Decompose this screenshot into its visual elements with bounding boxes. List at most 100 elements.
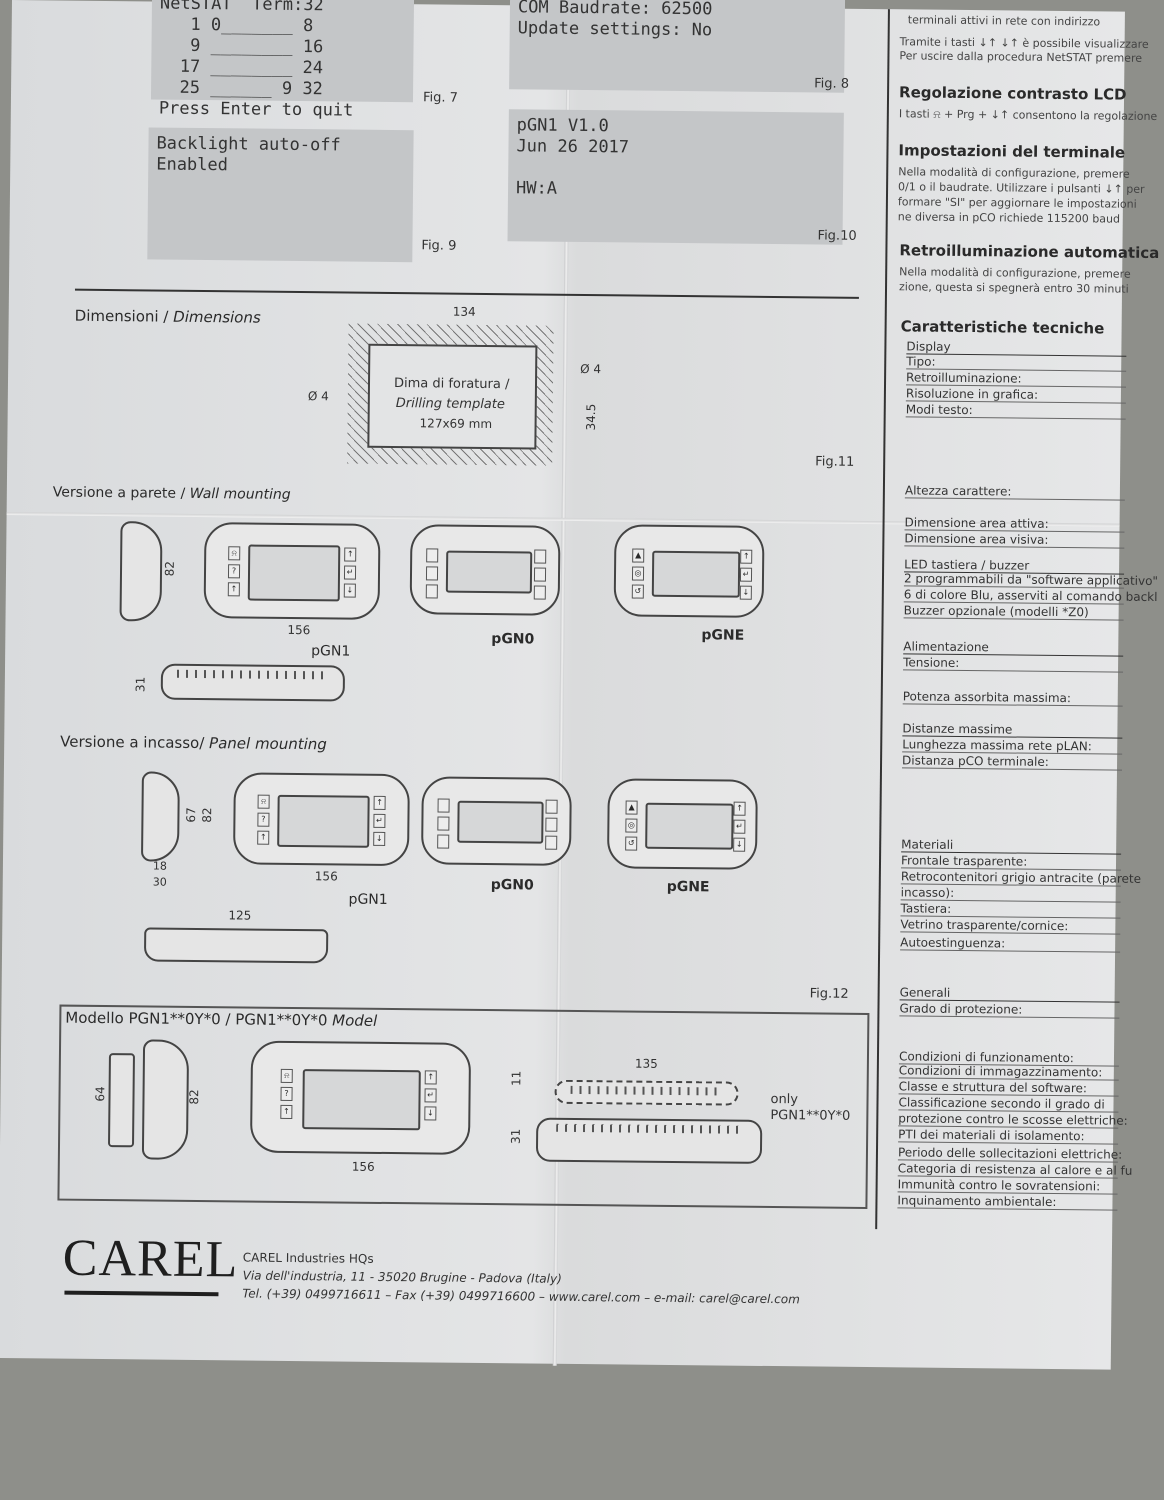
panel-title: Versione a incasso/ bbox=[60, 732, 210, 753]
wall-side-view bbox=[119, 521, 163, 622]
model-side-view-2 bbox=[141, 1039, 190, 1160]
terminal-text-2: 0/1 o il baudrate. Utilizzare i pulsanti… bbox=[898, 180, 1145, 196]
panel-dim-125: 125 bbox=[228, 908, 252, 923]
wall-dim-31: 31 bbox=[133, 676, 148, 693]
lcd-netstat: NetSTAT Term:32 1 0_______ 8 9 ________ … bbox=[150, 0, 415, 121]
terminal-settings-heading: Impostazioni del terminale bbox=[898, 141, 1126, 162]
spec-row: protezione contro le scosse elettriche: bbox=[898, 1111, 1128, 1129]
spec-row: Classe e struttura del software: bbox=[898, 1079, 1119, 1097]
spec-row: Condizioni di immagazzinamento: bbox=[898, 1063, 1119, 1081]
spec-row: Classificazione secondo il grado di bbox=[898, 1095, 1119, 1113]
dimensions-heading: Dimensioni / Dimensions bbox=[75, 307, 261, 327]
spec-row: Categoria di resistenza al calore e al f… bbox=[897, 1161, 1133, 1179]
spec-row: Buzzer opzionale (modelli *Z0) bbox=[903, 603, 1124, 621]
spec-row: Grado di protezione: bbox=[899, 1001, 1120, 1019]
model-dim-64: 64 bbox=[93, 1086, 108, 1102]
right-top-line-2: Tramite i tasti ↓↑ ↓↑ è possibile visual… bbox=[899, 35, 1149, 51]
wall-model-pgn1: pGN1 bbox=[311, 643, 351, 660]
model-only-label: only bbox=[770, 1092, 799, 1108]
model-bottom-strip bbox=[535, 1117, 763, 1164]
device-pgne-panel: ▲◎↺ ↑↵↓ bbox=[606, 778, 758, 870]
lcd-baudrate: COM Baudrate: 62500 Update settings: No bbox=[509, 0, 846, 93]
model-dim-135: 135 bbox=[634, 1056, 658, 1071]
model-code-label: PGN1**0Y*0 bbox=[770, 1108, 851, 1124]
spec-row: Immunità contro le sovratensioni: bbox=[897, 1177, 1118, 1195]
fig-8-label: Fig. 8 bbox=[814, 76, 850, 92]
wall-title: Versione a parete / bbox=[52, 484, 190, 502]
spec-row: Retroilluminazione: bbox=[906, 370, 1127, 388]
section-divider bbox=[74, 288, 859, 299]
manual-sheet: NetSTAT Term:32 1 0_______ 8 9 ________ … bbox=[0, 0, 1159, 1370]
spec-row: Tipo: bbox=[906, 354, 1127, 372]
model-side-view-1 bbox=[107, 1053, 135, 1148]
spec-row: Autoestinguenza: bbox=[900, 935, 1121, 953]
right-column-divider bbox=[875, 9, 890, 1230]
footer-company: CAREL Industries HQs bbox=[242, 1250, 374, 1266]
spec-row: Potenza assorbita massima: bbox=[902, 689, 1123, 707]
panel-model-pgn1: pGN1 bbox=[348, 891, 388, 908]
device-pgne-wall: ▲◎↺ ↑↵↓ bbox=[613, 524, 765, 618]
spec-row: Modi testo: bbox=[905, 402, 1126, 420]
wall-model-pgn0: pGN0 bbox=[491, 631, 535, 648]
spec-row: Risoluzione in grafica: bbox=[905, 386, 1126, 404]
spec-group-heading: Generali bbox=[899, 985, 1120, 1003]
device-pgn0-panel bbox=[420, 776, 572, 866]
spec-row: Dimensione area visiva: bbox=[904, 531, 1125, 549]
spec-row: Altezza carattere: bbox=[904, 483, 1125, 501]
wall-dim-82: 82 bbox=[162, 560, 177, 577]
dimensions-title-en: Dimensions bbox=[173, 307, 261, 327]
footer-contacts: Tel. (+39) 0499716611 – Fax (+39) 049971… bbox=[242, 1286, 800, 1307]
model-heading: Modello PGN1**0Y*0 / PGN1**0Y*0 Model bbox=[65, 1009, 377, 1030]
model-top-strip bbox=[554, 1079, 739, 1106]
spec-row: Periodo delle sollecitazioni elettriche: bbox=[897, 1145, 1123, 1163]
lcd-version: pGN1 V1.0 Jun 26 2017 HW:A bbox=[507, 109, 844, 245]
backlight-text-2: zione, questa si spegnerà entro 30 minut… bbox=[898, 280, 1129, 296]
drilling-text-1: Dima di foratura / bbox=[393, 376, 510, 393]
contrast-text: I tasti ⍾ + Prg + ↓↑ consentono la regol… bbox=[898, 107, 1158, 123]
fig-10-label: Fig.10 bbox=[817, 228, 857, 244]
spec-row: Inquinamento ambientale: bbox=[897, 1193, 1118, 1211]
panel-model-pgn0: pGN0 bbox=[490, 877, 534, 894]
tech-specs-heading: Caratteristiche tecniche bbox=[900, 317, 1105, 338]
spec-row: Frontale trasparente: bbox=[900, 853, 1122, 871]
spec-row: Dimensione area attiva: bbox=[904, 515, 1125, 533]
hole-dia-right: Ø 4 bbox=[580, 361, 602, 377]
wall-mount-heading: Versione a parete / Wall mounting bbox=[53, 484, 291, 502]
model-dim-31: 31 bbox=[508, 1128, 523, 1145]
lcd-backlight: Backlight auto-off Enabled bbox=[147, 127, 414, 263]
terminal-text-4: ne diversa in pCO richiede 115200 baud bbox=[897, 210, 1121, 226]
panel-title-en: Panel mounting bbox=[208, 734, 327, 754]
terminal-text-3: formare "SI" per aggiornare le impostazi… bbox=[897, 195, 1137, 211]
spec-row: Tensione: bbox=[903, 655, 1124, 673]
carel-logo-bar bbox=[64, 1290, 219, 1297]
panel-dim-30: 30 bbox=[152, 875, 167, 889]
spec-row: PTI dei materiali di isolamento: bbox=[898, 1127, 1119, 1145]
panel-dim-156: 156 bbox=[314, 869, 338, 884]
right-top-line-1: terminali attivi in rete con indirizzo bbox=[907, 13, 1101, 29]
fig-11-label: Fig.11 bbox=[815, 454, 855, 470]
dim-34-5: 34.5 bbox=[583, 403, 599, 431]
spec-group-heading: Materiali bbox=[901, 837, 1122, 855]
panel-dim-82: 82 bbox=[200, 807, 215, 823]
dimensions-title: Dimensioni / bbox=[74, 306, 174, 326]
spec-row: Tastiera: bbox=[900, 901, 1121, 919]
spec-row: 6 di colore Blu, asserviti al comando ba… bbox=[903, 587, 1158, 605]
spec-row: Distanza pCO terminale: bbox=[902, 753, 1123, 771]
panel-model-pgne: pGNE bbox=[666, 878, 710, 896]
terminal-text-1: Nella modalità di configurazione, premer… bbox=[898, 165, 1130, 181]
wall-title-en: Wall mounting bbox=[189, 485, 291, 503]
model-dim-11: 11 bbox=[509, 1070, 524, 1087]
fig-12-label: Fig.12 bbox=[809, 986, 849, 1002]
spec-row: Vetrino trasparente/cornice: bbox=[900, 917, 1121, 935]
hole-dia-left: Ø 4 bbox=[307, 389, 329, 404]
spec-row: Retrocontenitori grigio antracite (paret… bbox=[900, 869, 1142, 887]
panel-dim-67: 67 bbox=[184, 807, 199, 823]
wall-dim-156: 156 bbox=[287, 622, 311, 638]
dim-134: 134 bbox=[452, 304, 476, 319]
panel-bottom-view bbox=[143, 927, 329, 964]
device-pgn0-wall bbox=[409, 524, 561, 616]
wall-model-pgne: pGNE bbox=[701, 627, 745, 644]
model-dim-82: 82 bbox=[187, 1089, 202, 1105]
panel-side-view bbox=[140, 771, 180, 862]
wall-bottom-view bbox=[160, 663, 346, 702]
